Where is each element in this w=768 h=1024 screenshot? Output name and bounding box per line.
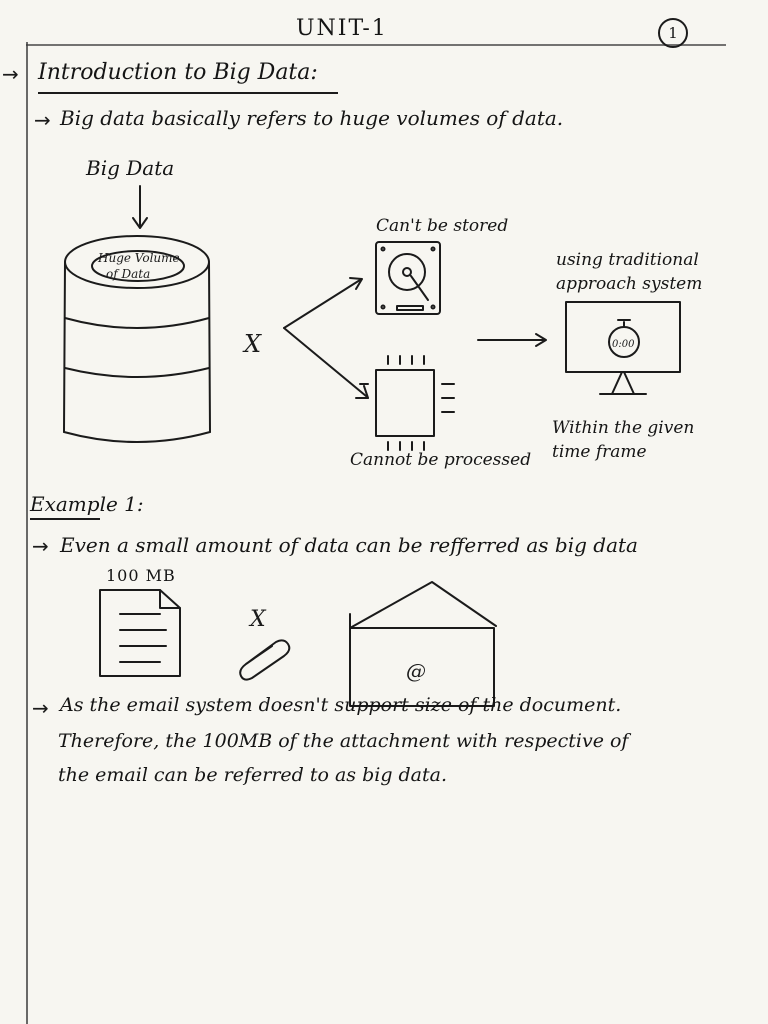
- explanation-line-2: Therefore, the 100MB of the attachment w…: [58, 730, 629, 752]
- heading-underline: [38, 92, 338, 94]
- cannot-be-processed-label: Cannot be processed: [350, 450, 532, 470]
- explanation-line-3: the email can be referred to as big data…: [58, 764, 448, 786]
- processor-chip-icon: [359, 355, 455, 451]
- bullet-arrow-icon: →: [32, 534, 49, 558]
- monitor-clock-icon: 0:00: [565, 301, 681, 395]
- clock-time: 0:00: [612, 339, 635, 350]
- cylinder-label-line2: of Data: [106, 267, 150, 281]
- margin-line: [26, 42, 28, 1024]
- hard-disk-icon: [375, 241, 441, 315]
- document-icon: [99, 589, 181, 677]
- traditional-system-label: using traditional approach system: [556, 250, 703, 294]
- bullet-arrow-icon: →: [32, 696, 49, 720]
- section-heading: Introduction to Big Data:: [38, 60, 318, 85]
- big-data-label: Big Data: [86, 156, 175, 180]
- cylinder-label-line1: Huge Volume: [97, 251, 180, 265]
- bullet-arrow-icon: →: [34, 108, 51, 132]
- file-size-label: 100 MB: [106, 566, 176, 585]
- email-at-symbol: @: [406, 659, 426, 683]
- database-cylinder-icon: Huge Volume of Data: [63, 235, 211, 443]
- time-frame-label: Within the given time frame: [552, 418, 695, 462]
- example-heading: Example 1:: [30, 492, 144, 516]
- down-arrow-icon: [132, 185, 148, 229]
- right-arrow-icon: [477, 333, 547, 347]
- intro-text: Big data basically refers to huge volume…: [60, 106, 564, 130]
- envelope-icon: @: [349, 581, 497, 707]
- paperclip-icon: [239, 639, 291, 681]
- explanation-line-1: As the email system doesn't support size…: [60, 694, 622, 716]
- example-underline: [30, 518, 100, 520]
- cant-be-stored-label: Can't be stored: [376, 216, 509, 236]
- header-rule: [26, 44, 726, 46]
- unit-title: UNIT-1: [296, 16, 388, 41]
- bullet-arrow-icon: →: [2, 62, 19, 86]
- page-number: 1: [658, 18, 688, 48]
- cross-mark: X: [242, 330, 262, 358]
- cross-mark-example: X: [248, 607, 267, 632]
- example-statement: Even a small amount of data can be reffe…: [60, 533, 638, 557]
